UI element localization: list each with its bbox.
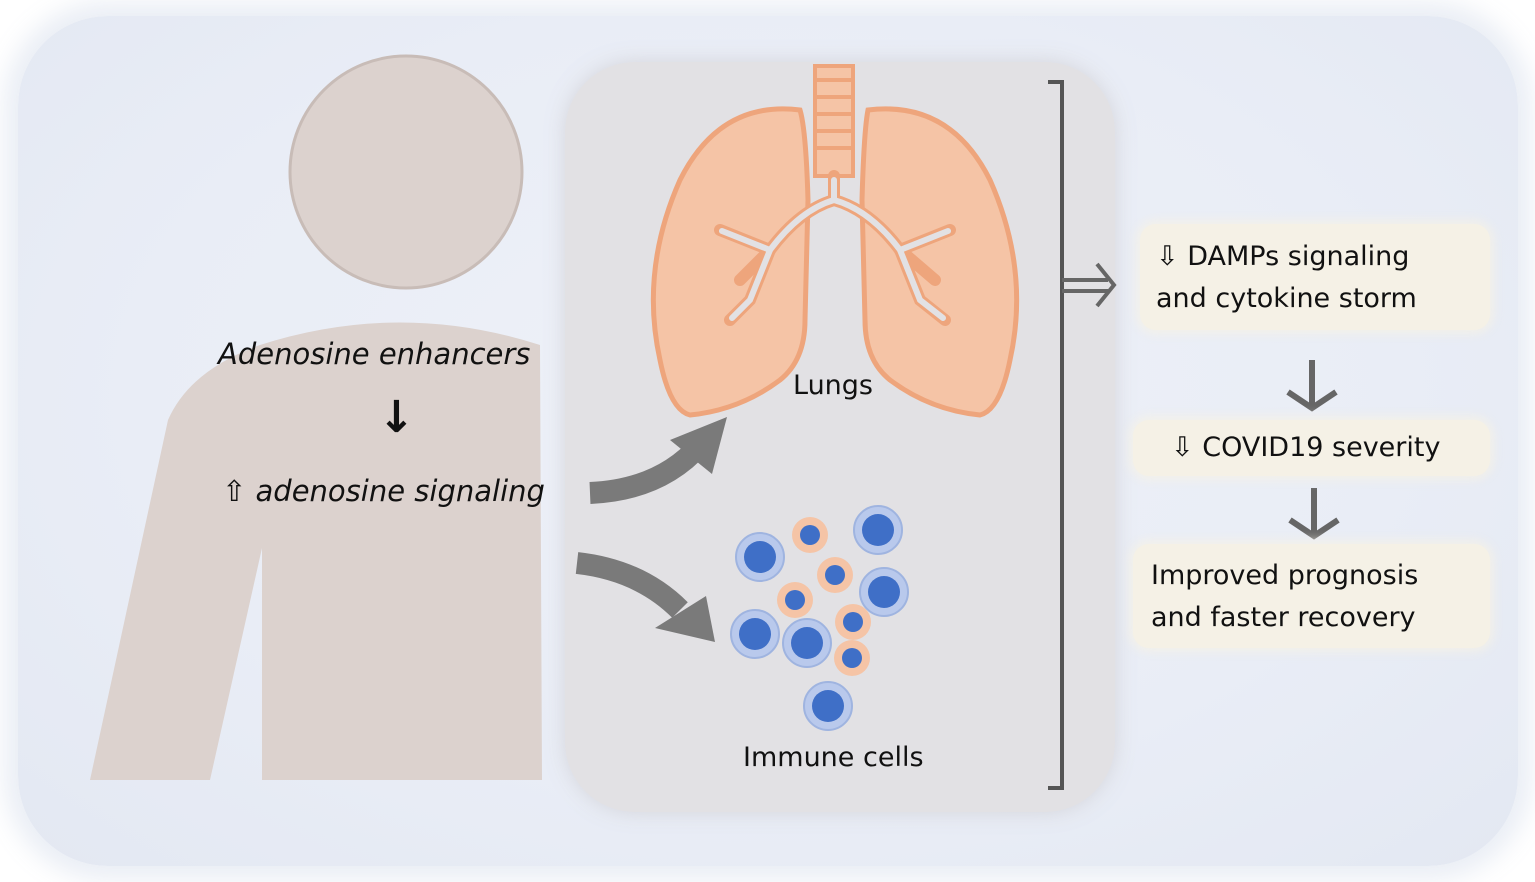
lungs-label: Lungs: [793, 370, 873, 401]
outcome-box-damps: ⇩ DAMPs signaling and cytokine storm: [1140, 224, 1490, 330]
down-outline-arrow-icon: ⇩: [1171, 432, 1194, 463]
outcome-arrows: [1286, 360, 1340, 540]
arrow-to-immune: [575, 552, 688, 618]
arrow-to-immune-head: [655, 596, 715, 642]
outcome-box-prognosis: Improved prognosis and faster recovery: [1133, 544, 1490, 648]
right-lung: [859, 106, 1020, 418]
immune-cell: [792, 517, 828, 553]
arrows-to-organs: [575, 417, 727, 642]
person-silhouette: [90, 54, 542, 780]
immune-cells: [730, 505, 909, 731]
immune-cell: [735, 532, 785, 582]
bracket-arrow: [1062, 262, 1117, 308]
adenosine-enhancers-label: Adenosine enhancers: [218, 337, 531, 371]
immune-cell: [730, 609, 780, 659]
immune-cell: [834, 640, 870, 676]
lungs-icon: [650, 64, 1020, 418]
arrow-to-lungs-head: [670, 417, 727, 474]
down-arrow-icon: ↓: [378, 392, 415, 443]
trachea: [813, 64, 855, 178]
immune-cell: [817, 557, 853, 593]
left-lung: [650, 106, 811, 418]
severity-text: COVID19 severity: [1202, 432, 1441, 463]
adenosine-signaling-text: adenosine signaling: [255, 474, 545, 508]
prognosis-line-2: and faster recovery: [1151, 602, 1416, 633]
damps-line-2: and cytokine storm: [1156, 283, 1417, 314]
damps-line-1: ⇩ DAMPs signaling: [1156, 236, 1417, 278]
immune-cell: [859, 567, 909, 617]
up-arrow-icon: ⇧: [222, 474, 247, 508]
down-outline-arrow-icon: ⇩: [1156, 241, 1179, 272]
immune-cell: [853, 505, 903, 555]
person-head: [288, 54, 524, 290]
immune-cell: [835, 604, 871, 640]
adenosine-signaling-label: ⇧ adenosine signaling: [222, 474, 545, 508]
damps-text: DAMPs signaling: [1187, 241, 1410, 272]
immune-cell: [803, 681, 853, 731]
immune-cells-label: Immune cells: [743, 742, 924, 773]
bracket: [1048, 80, 1064, 790]
prognosis-line-1: Improved prognosis: [1151, 560, 1419, 591]
immune-cell: [782, 618, 832, 668]
immune-cell: [777, 582, 813, 618]
bronchi-inner: [719, 177, 951, 321]
person-body: [90, 322, 542, 780]
outcome-box-severity: ⇩ COVID19 severity: [1133, 420, 1490, 476]
